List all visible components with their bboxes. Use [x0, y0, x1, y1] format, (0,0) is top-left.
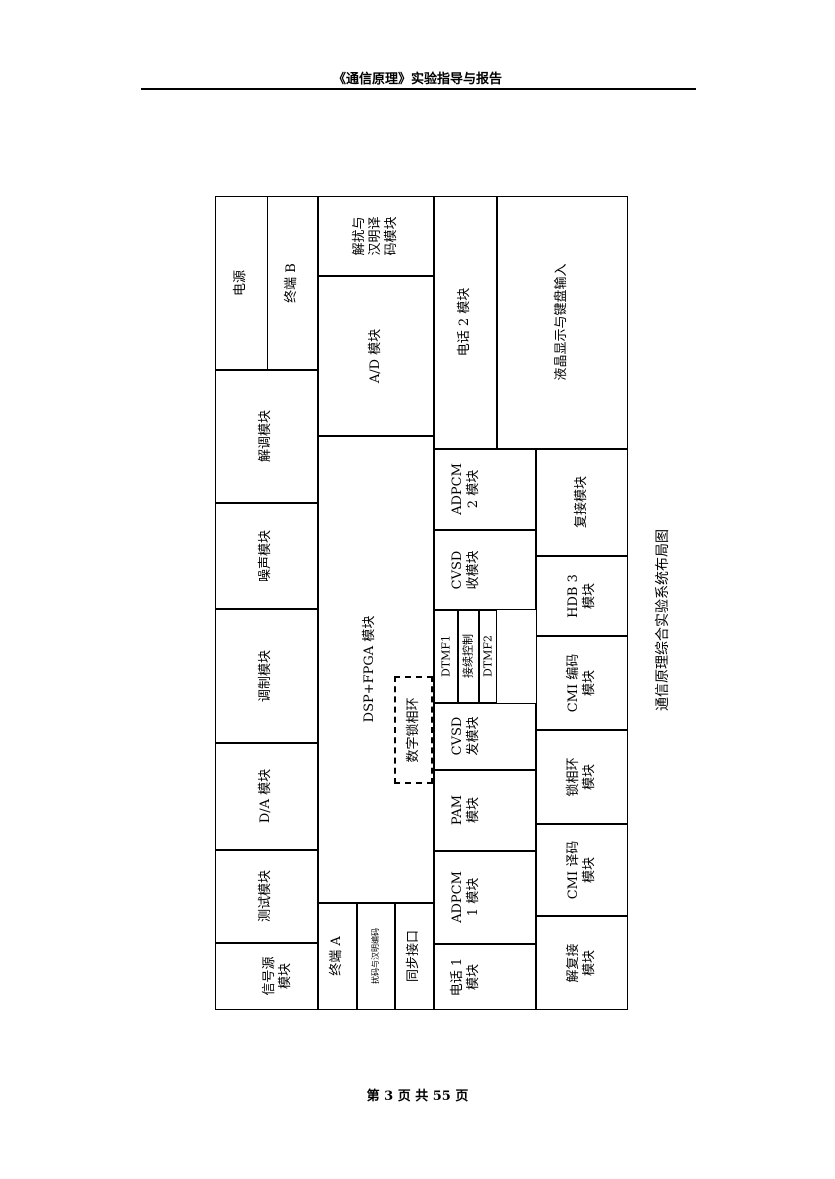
header-rule [141, 88, 696, 90]
power-divider [266, 196, 268, 369]
scramble-hamming-module: 扰码与汉明编码 [356, 902, 395, 1010]
cmi-decoder-module: CMI 译码 模块 [535, 823, 628, 916]
test-label: 测试模块 [258, 869, 273, 923]
adpcm2-label: ADPCM 2 模块 [449, 463, 481, 515]
cvsd-tx-label: CVSD 发模块 [449, 716, 481, 756]
signal-source-label: 信号源 模块 [262, 956, 294, 996]
pll-module: 锁相环 模块 [535, 729, 628, 824]
adpcm2-module: ADPCM 2 模块 [433, 448, 536, 530]
lcd-keyboard-label: 液晶显示与键盘输入 [554, 263, 569, 381]
demux-label: 解复接 模块 [565, 942, 597, 983]
power-module: 电源 终端 B [214, 195, 318, 370]
phone1-module: 电话 1 模块 [433, 943, 536, 1010]
da-module: D/A 模块 [214, 742, 318, 850]
sync-interface-label: 同步接口 [406, 929, 421, 983]
cvsd-tx-module: CVSD 发模块 [433, 702, 536, 770]
adpcm1-module: ADPCM 1 模块 [433, 850, 536, 944]
diagram-caption: 通信原理综合实验系统布局图 [655, 529, 671, 711]
phone2-module: 电话 2 模块 [433, 195, 497, 449]
cmi-encoder-module: CMI 编码 模块 [535, 635, 628, 730]
dtmf2-label: DTMF2 [481, 634, 494, 678]
page-footer: 第 3 页 共 55 页 [0, 1085, 835, 1104]
mod-label: 调制模块 [258, 649, 273, 702]
cmi-decoder-label: CMI 译码 模块 [565, 840, 597, 899]
ad-module: A/D 模块 [317, 275, 434, 436]
phone1-label: 电话 1 模块 [449, 957, 481, 996]
page-header: 《通信原理》实验指导与报告 [332, 72, 502, 87]
footer-total-pages: 55 [432, 1089, 451, 1104]
signal-source-module: 信号源 模块 [214, 942, 318, 1010]
cmi-encoder-label: CMI 编码 模块 [565, 653, 597, 712]
diagram-caption-box: 通信原理综合实验系统布局图 [648, 500, 678, 740]
terminal-a-label: 终端 A [329, 936, 344, 976]
power-label: 电源 [232, 269, 248, 296]
digital-pll-box: 数字锁相环 [394, 676, 433, 784]
descramble-module: 解扰与 汉明译 码模块 [317, 195, 434, 276]
connect-control-module: 接续控制 [457, 609, 479, 703]
dsp-fpga-module: DSP+FPGA 模块 [317, 435, 434, 903]
noise-module: 噪声模块 [214, 502, 318, 609]
terminal-b-label: 终端 B [284, 262, 300, 303]
ad-label: A/D 模块 [367, 328, 383, 383]
footer-page-number: 3 [384, 1089, 394, 1104]
da-label: D/A 模块 [258, 768, 273, 824]
cvsd-rx-label: CVSD 收模块 [449, 549, 481, 590]
phone2-label: 电话 2 模块 [457, 287, 472, 357]
lcd-keyboard-module: 液晶显示与键盘输入 [496, 195, 628, 449]
footer-suffix: 页 [455, 1089, 469, 1104]
pll-label: 锁相环 模块 [565, 756, 597, 797]
demux-module: 解复接 模块 [535, 915, 628, 1010]
footer-mid: 页 共 [397, 1089, 429, 1104]
terminal-a-module: 终端 A [317, 902, 357, 1010]
dtmf2-module: DTMF2 [478, 609, 497, 703]
dsp-fpga-label: DSP+FPGA 模块 [361, 615, 377, 723]
descramble-label: 解扰与 汉明译 码模块 [351, 215, 399, 256]
pam-module: PAM 模块 [433, 769, 536, 851]
noise-label: 噪声模块 [258, 529, 273, 582]
pam-label: PAM 模块 [449, 794, 481, 826]
mod-module: 调制模块 [214, 608, 318, 743]
test-module: 测试模块 [214, 849, 318, 943]
mux-label: 复接模块 [573, 475, 589, 529]
digital-pll-label: 数字锁相环 [405, 697, 421, 763]
hdb3-module: HDB 3 模块 [535, 555, 628, 636]
mux-module: 复接模块 [535, 448, 628, 556]
sync-interface-module: 同步接口 [394, 902, 434, 1010]
dtmf1-module: DTMF1 [433, 609, 458, 703]
scramble-hamming-label: 扰码与汉明编码 [370, 928, 380, 984]
footer-prefix: 第 [366, 1089, 380, 1104]
system-layout-diagram: 电源 终端 B 解调模块 噪声模块 调制模块 D/A 模块 测试模块 信号源 模… [214, 195, 628, 1010]
hdb3-label: HDB 3 模块 [565, 573, 597, 618]
dtmf1-label: DTMF1 [439, 634, 452, 678]
connect-control-label: 接续控制 [461, 634, 475, 678]
adpcm1-label: ADPCM 1 模块 [449, 871, 481, 923]
demod-label: 解调模块 [258, 409, 273, 463]
cvsd-rx-module: CVSD 收模块 [433, 529, 536, 610]
demod-module: 解调模块 [214, 369, 318, 503]
